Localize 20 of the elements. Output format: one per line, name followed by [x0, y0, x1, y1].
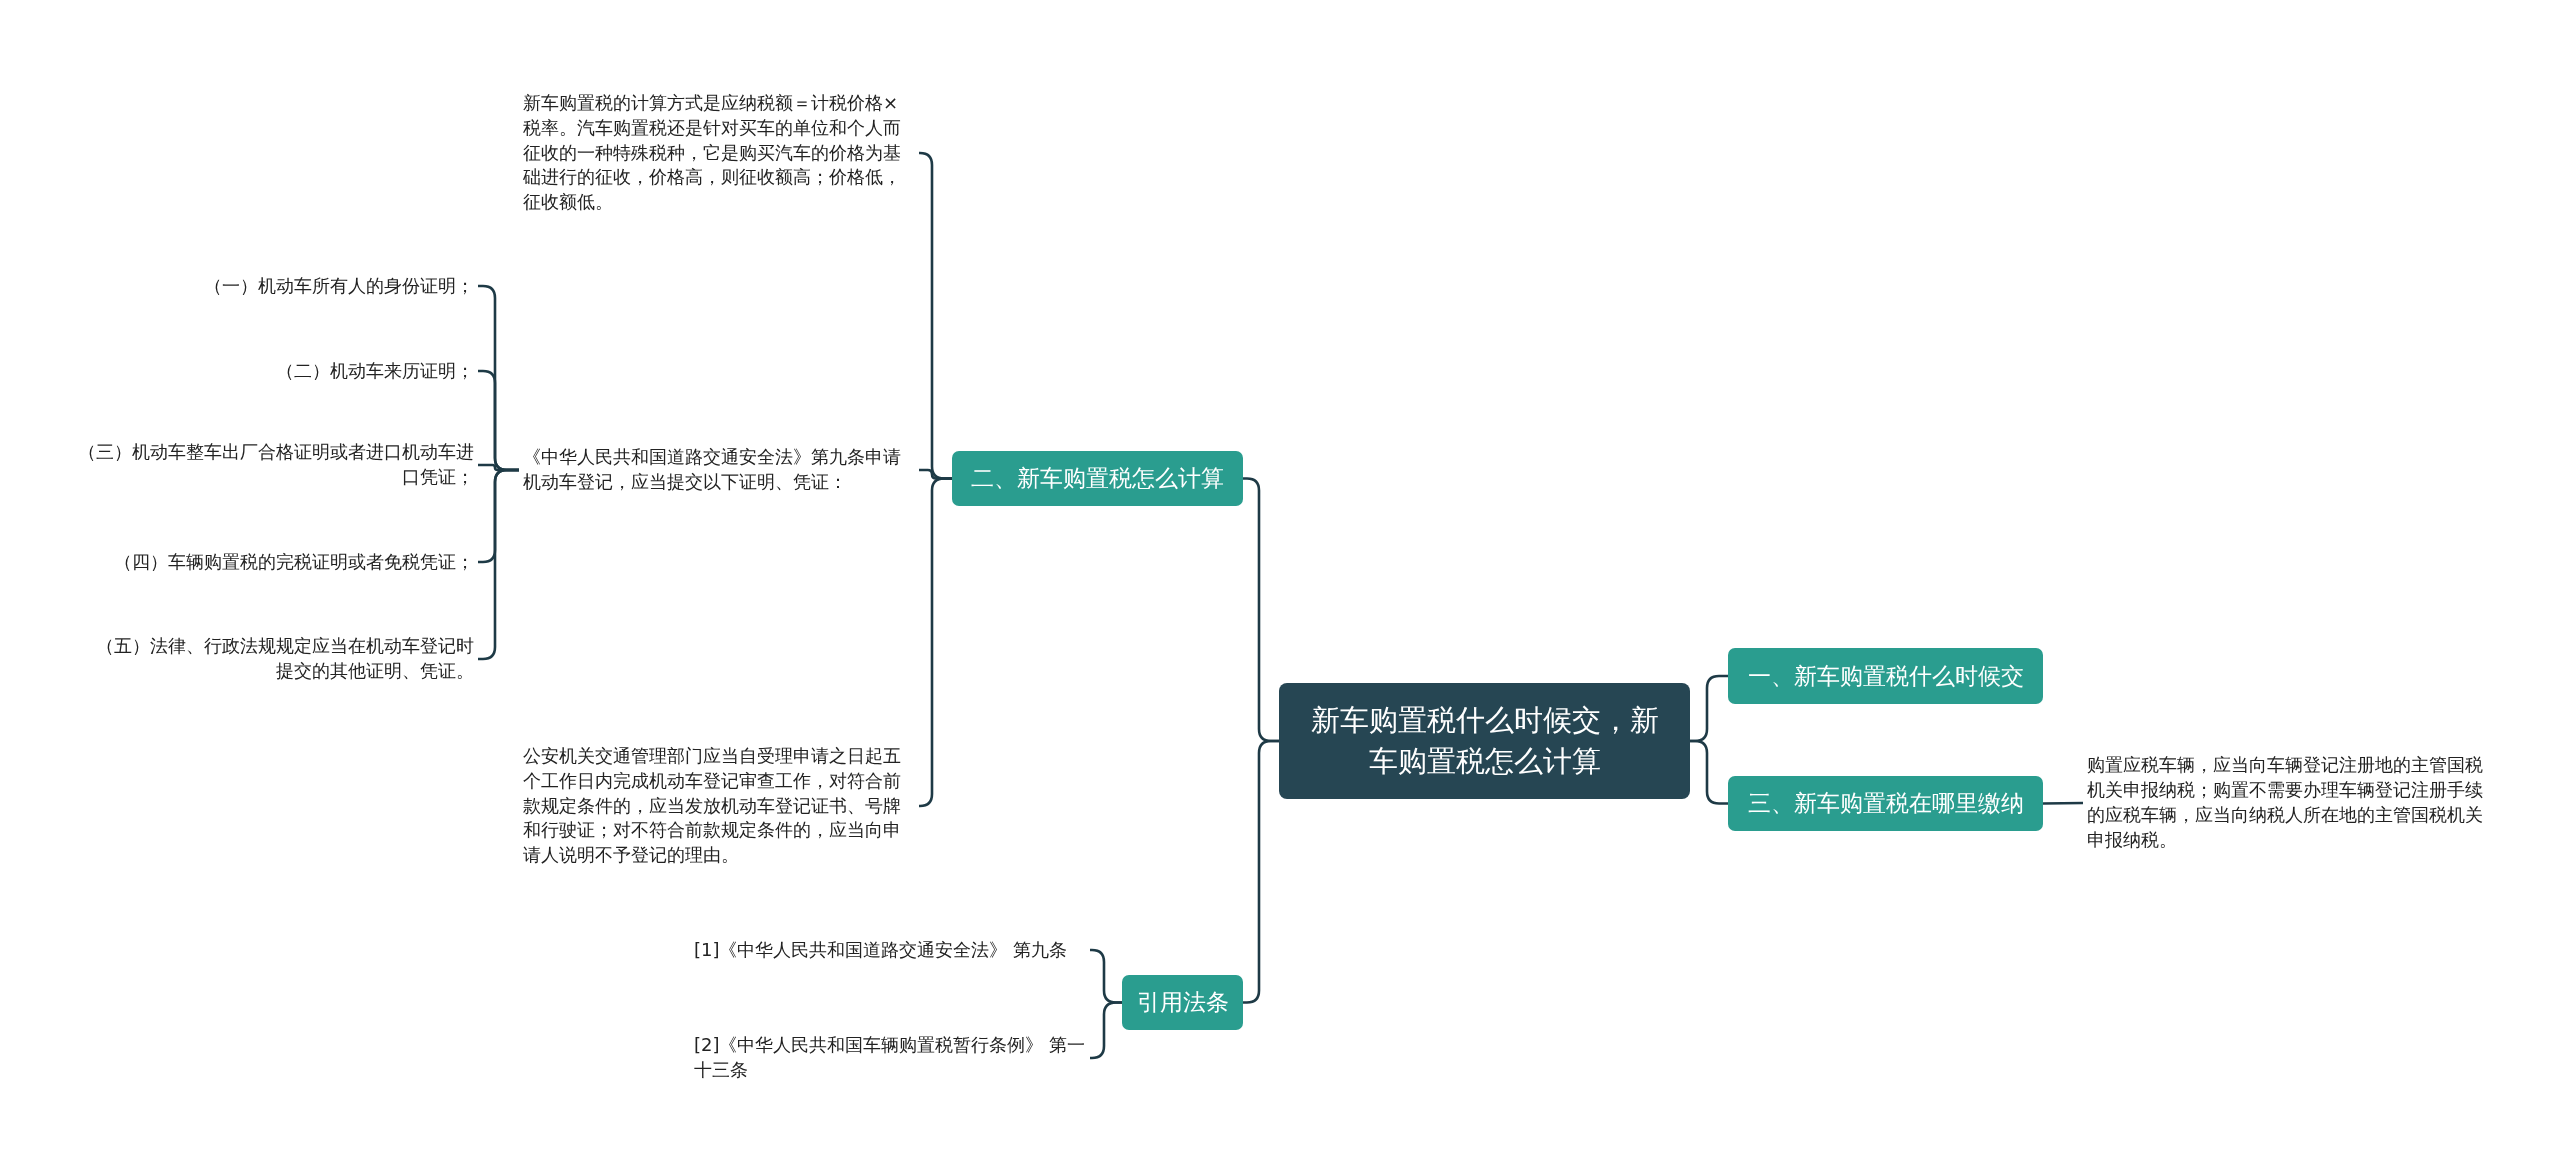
topic-box: 引用法条 — [1122, 975, 1243, 1030]
central-topic: 新车购置税什么时候交，新车购置税怎么计算 — [1279, 683, 1690, 799]
note-text: 《中华人民共和国道路交通安全法》第九条申请机动车登记，应当提交以下证明、凭证： — [523, 445, 902, 494]
topic-box: 一、新车购置税什么时候交 — [1728, 648, 2043, 704]
note-text: （二）机动车来历证明； — [276, 358, 474, 383]
note-text: （三）机动车整车出厂合格证明或者进口机动车进口凭证； — [77, 440, 474, 489]
connector-line — [1690, 739, 1728, 805]
note-text: （四）车辆购置税的完税证明或者免税凭证； — [114, 549, 474, 574]
topic-box: 二、新车购置税怎么计算 — [952, 451, 1243, 506]
note-text: [1]《中华人民共和国道路交通安全法》 第九条 — [694, 937, 1068, 962]
connector-line — [1090, 1001, 1122, 1060]
connector-line — [2043, 801, 2083, 805]
topic-box: 三、新车购置税在哪里缴纳 — [1728, 776, 2043, 831]
note-text: [2]《中华人民共和国车辆购置税暂行条例》 第一十三条 — [694, 1033, 1086, 1082]
connector-line — [918, 477, 952, 808]
note-text: 公安机关交通管理部门应当自受理申请之日起五个工作日内完成机动车登记审查工作，对符合前款规定条件的，应当发放机动车登记证书、号牌和行驶证；对不符合前款规定条件的，应当向申请人说明不予登记的理由。 — [523, 743, 902, 868]
note-text: 购置应税车辆，应当向车辆登记注册地的主管国税机关申报纳税；购置不需要办理车辆登记注册手续的应税车辆，应当向纳税人所在地的主管国税机关申报纳税。 — [2087, 753, 2484, 852]
note-text: （五）法律、行政法规规定应当在机动车登记时提交的其他证明、凭证。 — [95, 634, 474, 683]
note-text: 新车购置税的计算方式是应纳税额＝计税价格×税率。汽车购置税还是针对买车的单位和个人而征收的一种特殊税种，它是购买汽车的价格为基础进行的征收，价格高，则征收额高；价格低，征收额低。 — [523, 90, 902, 215]
note-text: （一）机动车所有人的身份证明； — [204, 273, 474, 298]
